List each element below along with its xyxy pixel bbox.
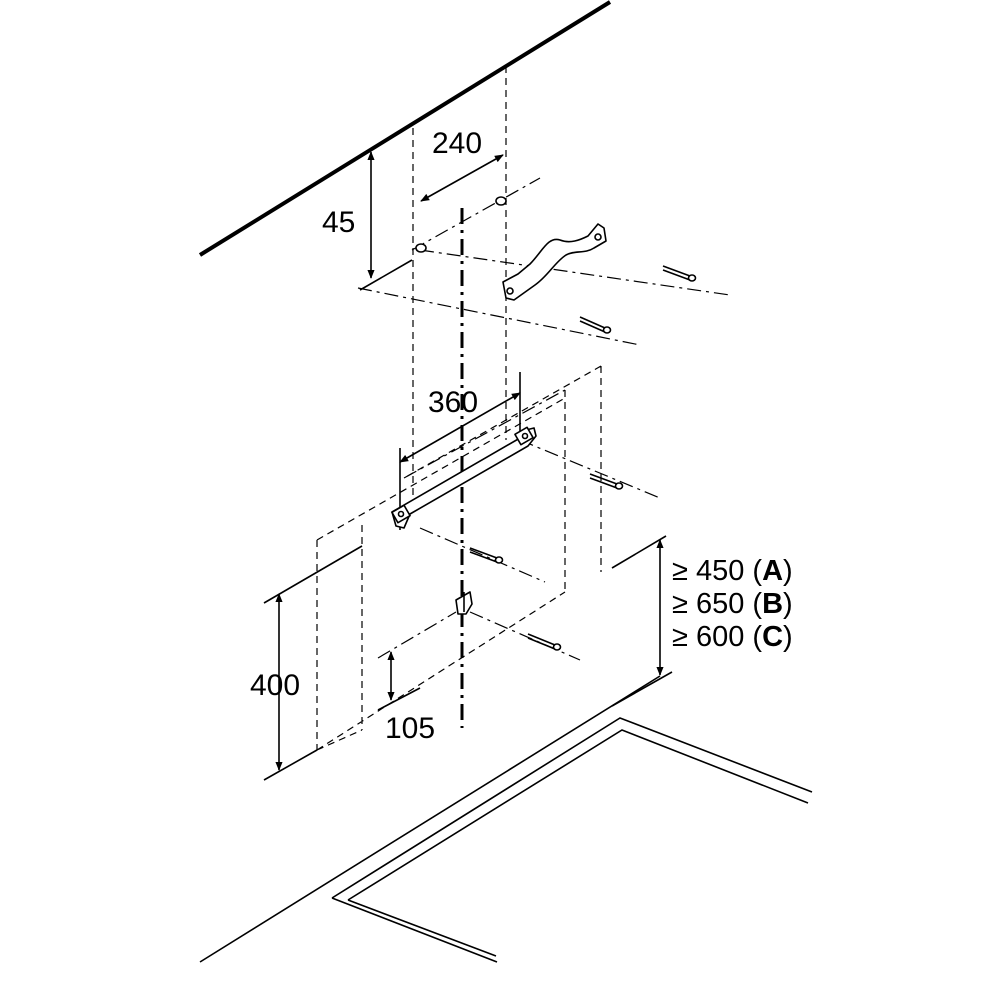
- lower-line-front: [377, 611, 457, 659]
- top-hole-line-right: [419, 249, 731, 296]
- clearance-label-b: ≥ 650 (B): [672, 588, 793, 620]
- clearance-label-a: ≥ 450 (A): [672, 555, 793, 587]
- screw-upper-left: [579, 316, 612, 334]
- dimension-45-label: 45: [322, 206, 355, 239]
- long-bracket-hole-left: [397, 510, 405, 518]
- top-hole-left: [415, 243, 427, 253]
- long-bracket-hole-right: [521, 432, 529, 440]
- top-hole-right: [495, 196, 507, 206]
- dimension-45-extension: [359, 259, 413, 291]
- dimension-400-label: 400: [250, 669, 300, 702]
- top-hole-line-left: [357, 287, 641, 346]
- ceiling-line: [198, 0, 612, 257]
- clearance-label-c: ≥ 600 (C): [672, 621, 793, 653]
- top-bracket-hole-right: [594, 233, 602, 241]
- lower-line-right: [469, 611, 581, 661]
- mid-line-upper: [519, 439, 661, 499]
- screw-middle-right: [589, 473, 624, 490]
- top-bracket: [502, 223, 607, 301]
- dimension-360-arrow: [399, 392, 521, 463]
- dimension-240-arrow: [420, 154, 504, 202]
- dimension-105-ext-bottom: [377, 687, 421, 711]
- dimension-400-ext-top: [263, 545, 363, 604]
- dimension-360-label: 360: [428, 386, 478, 419]
- hob-outline-outer: [331, 717, 813, 963]
- top-bracket-hole-left: [506, 287, 514, 295]
- top-hole-connector: [411, 177, 541, 251]
- screw-middle-left: [469, 547, 504, 564]
- screw-lower: [527, 633, 562, 651]
- dimension-240-label: 240: [432, 127, 482, 160]
- mid-line-lower: [419, 527, 546, 583]
- hob-outline-inner: [347, 729, 809, 957]
- wall-base-line: [199, 675, 661, 963]
- clearance-ext-top: [611, 535, 667, 569]
- dimension-105-label: 105: [385, 712, 435, 745]
- chimney-outline-upper: [316, 365, 602, 751]
- screw-upper-right: [662, 265, 697, 282]
- dimension-400-ext-bottom: [263, 749, 318, 781]
